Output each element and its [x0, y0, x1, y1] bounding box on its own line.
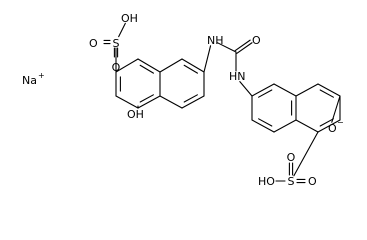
bond-line: [258, 89, 273, 98]
bond-line: [118, 22, 126, 38]
bond-lines: [103, 22, 341, 184]
bond-line: [295, 119, 319, 133]
bond-line: [317, 119, 341, 133]
bond-line: [137, 95, 161, 109]
sodium-label: Na: [22, 74, 37, 87]
phenoxide-oxygen: O: [328, 122, 337, 135]
bond-line: [239, 81, 253, 97]
bond-line: [181, 58, 205, 73]
chemical-structure-diagram: Na + OH S O O OH NH O HN O − O HO S O: [22, 12, 344, 188]
bond-line: [234, 39, 251, 52]
sodium-charge: +: [38, 71, 45, 80]
bottom-amine: HN: [229, 70, 246, 83]
bond-line: [139, 94, 154, 103]
bond-line: [159, 95, 183, 109]
bond-line: [115, 58, 139, 73]
bond-line: [216, 42, 237, 53]
bond-line: [319, 118, 334, 127]
bond-line: [258, 118, 273, 127]
bond-line: [203, 45, 212, 73]
bond-line: [293, 131, 319, 177]
bond-line: [183, 94, 198, 103]
bond-line: [181, 95, 205, 109]
bond-line: [139, 64, 154, 74]
phenoxide-charge: −: [337, 118, 344, 127]
top-hydroxyl: OH: [127, 108, 144, 121]
bond-line: [159, 58, 183, 73]
bond-line: [251, 83, 275, 97]
bond-line: [273, 119, 297, 133]
bond-line: [236, 42, 253, 54]
bond-line: [273, 83, 297, 97]
bottom-sulfonic-oxo-right: O: [308, 175, 317, 188]
bond-line: [115, 95, 139, 109]
bond-line: [251, 119, 275, 133]
bond-line: [319, 89, 334, 98]
bottom-sulfonic-hydroxyl: HO: [258, 175, 275, 188]
bottom-sulfonic-sulfur: S: [288, 175, 295, 188]
top-amine: NH: [207, 34, 224, 47]
top-sulfonic-hydroxyl: OH: [121, 12, 138, 25]
top-sulfonic-oxo-left: O: [89, 37, 98, 50]
urea-carbonyl-oxygen: O: [252, 34, 261, 47]
bottom-sulfonic-oxo-top: O: [287, 151, 296, 164]
top-sulfonic-sulfur: S: [113, 37, 120, 50]
bond-line: [183, 64, 198, 74]
bond-line: [317, 83, 341, 97]
bond-line: [295, 83, 319, 97]
bond-line: [137, 58, 161, 73]
top-sulfonic-oxo-bottom: O: [112, 61, 121, 74]
bond-line: [331, 95, 341, 123]
